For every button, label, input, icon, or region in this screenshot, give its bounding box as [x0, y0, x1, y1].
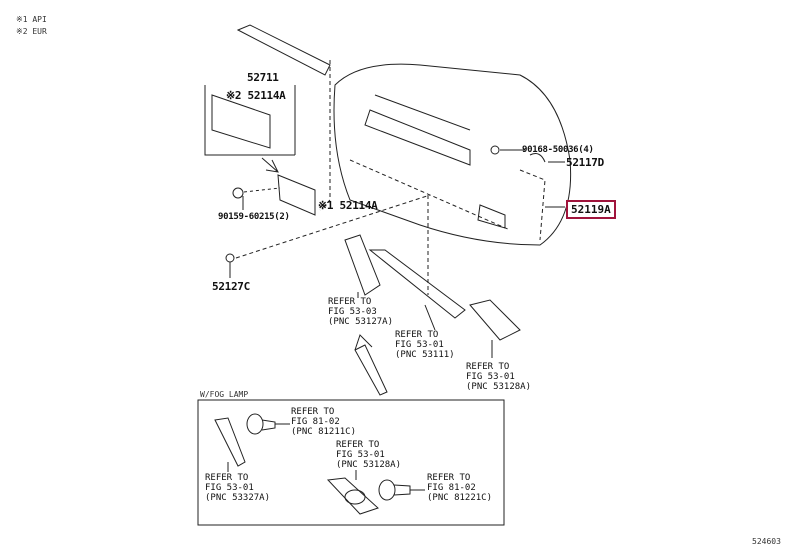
arrow-shape — [261, 157, 279, 173]
fog-lamp-right-shape — [378, 479, 396, 501]
ref-line: FIG 81-02 — [427, 483, 476, 493]
ref-line: (PNC 53111) — [395, 350, 455, 360]
part-label-52114A-api[interactable]: ※1 52114A — [318, 199, 378, 212]
part-label-90168-50036[interactable]: 90168-50036(4) — [522, 145, 594, 155]
ref-line: FIG 53-03 — [328, 307, 377, 317]
ref-line: REFER TO — [427, 473, 471, 483]
legend-note-1: ※1 API — [16, 15, 47, 24]
ref-line: REFER TO — [466, 362, 510, 372]
fog-cover-left-shape — [214, 417, 246, 467]
ref-line: (PNC 53128A) — [466, 382, 532, 392]
ref-line: (PNC 81221C) — [427, 493, 493, 503]
ref-line: (PNC 53127A) — [328, 317, 394, 327]
part-label-90159-60215[interactable]: 90159-60215(2) — [218, 212, 290, 222]
fog-lamp-left-shape — [246, 413, 264, 435]
clip-90159-shape — [232, 187, 244, 199]
part-label-52114A-eur[interactable]: ※2 52114A — [226, 89, 286, 102]
ref-line: (PNC 53327A) — [205, 493, 271, 503]
ref-line: REFER TO — [205, 473, 249, 483]
fog-lamp-box-title: W/FOG LAMP — [200, 390, 249, 399]
part-label-52127C[interactable]: 52127C — [212, 280, 250, 293]
ref-line: FIG 81-02 — [291, 417, 340, 427]
part-label-52117D[interactable]: 52117D — [566, 156, 604, 169]
legend-note-2: ※2 EUR — [16, 27, 47, 36]
ref-line: FIG 53-01 — [205, 483, 254, 493]
ref-line: (PNC 53128A) — [336, 460, 402, 470]
fog-cover-right-shape — [326, 477, 379, 515]
grille-53128A-shape — [469, 299, 521, 341]
part-52711-shape — [236, 24, 331, 76]
ref-line: REFER TO — [336, 440, 380, 450]
ref-line: FIG 53-01 — [336, 450, 385, 460]
figure-id: 524603 — [752, 537, 781, 546]
ref-line: (PNC 81211C) — [291, 427, 357, 437]
arrow-up-shape — [354, 334, 388, 396]
ref-line: FIG 53-01 — [466, 372, 515, 382]
part-label-52119A-highlighted[interactable]: 52119A — [566, 200, 616, 219]
grille-53127A-shape — [344, 234, 381, 296]
part-bracket-shape — [277, 174, 316, 216]
ref-line: REFER TO — [291, 407, 335, 417]
grille-53111-shape — [368, 249, 466, 319]
part-52127C-shape — [225, 253, 235, 263]
ref-line: REFER TO — [328, 297, 372, 307]
inset-box-52114A — [204, 85, 296, 156]
part-label-52711[interactable]: 52711 — [247, 71, 279, 84]
ref-line: REFER TO — [395, 330, 439, 340]
bumper-cover-shape — [333, 63, 572, 246]
part-52114A-shape — [211, 94, 271, 149]
ref-line: FIG 53-01 — [395, 340, 444, 350]
fog-lamp-box — [197, 399, 505, 526]
